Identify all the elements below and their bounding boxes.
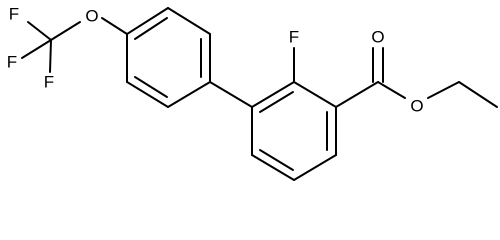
ring-bottom-bond-2 <box>293 81 337 108</box>
ring-top-bond-4 <box>167 81 211 108</box>
ring-top-bond-1 <box>126 7 169 35</box>
atom-label-o-ester: O <box>410 97 423 116</box>
ring-top-bond-2 <box>167 7 211 35</box>
bond-ch2-ch3 <box>458 81 498 108</box>
ring-top-bond-5-inner <box>134 76 168 98</box>
ring-top-bond-5 <box>126 81 169 108</box>
ring-bottom-bond-4 <box>293 154 337 181</box>
molecule-diagram: F F F O F O O <box>7 5 498 181</box>
ring-bottom-bond-1 <box>251 81 295 108</box>
bond-cf-left <box>21 39 52 59</box>
bond-carbonyl-o-ester <box>377 81 406 99</box>
trifluoromethyl-group <box>21 21 81 73</box>
phenyl-ring-bottom <box>251 81 337 181</box>
bond-cf-top <box>27 21 52 41</box>
atom-label-o-carbonyl: O <box>371 28 384 47</box>
atom-label-f-bottom: F <box>44 73 54 92</box>
bond-o-ether-ring <box>101 17 128 35</box>
ethyl-ester-group <box>335 47 498 108</box>
bond-ring-carbonyl <box>335 81 379 108</box>
atom-label-o-ether: O <box>85 7 98 26</box>
atom-label-f-left: F <box>7 53 17 72</box>
bond-o-ester-ch2 <box>427 81 460 99</box>
bond-cf-bottom <box>49 39 52 73</box>
phenyl-ring-top <box>126 7 211 108</box>
structure-drawing: F F F O F O O <box>7 5 498 181</box>
bond-c-o-ether-left <box>50 21 81 41</box>
ring-bottom-bond-5 <box>251 154 295 181</box>
bond-biaryl <box>209 81 253 108</box>
atom-label-f-ring: F <box>289 28 299 47</box>
atom-label-f-top: F <box>9 5 19 24</box>
ring-top-bond-1-inner <box>134 17 168 40</box>
ring-bottom-bond-5-inner <box>259 149 294 171</box>
ring-bottom-bond-1-inner <box>259 91 294 113</box>
